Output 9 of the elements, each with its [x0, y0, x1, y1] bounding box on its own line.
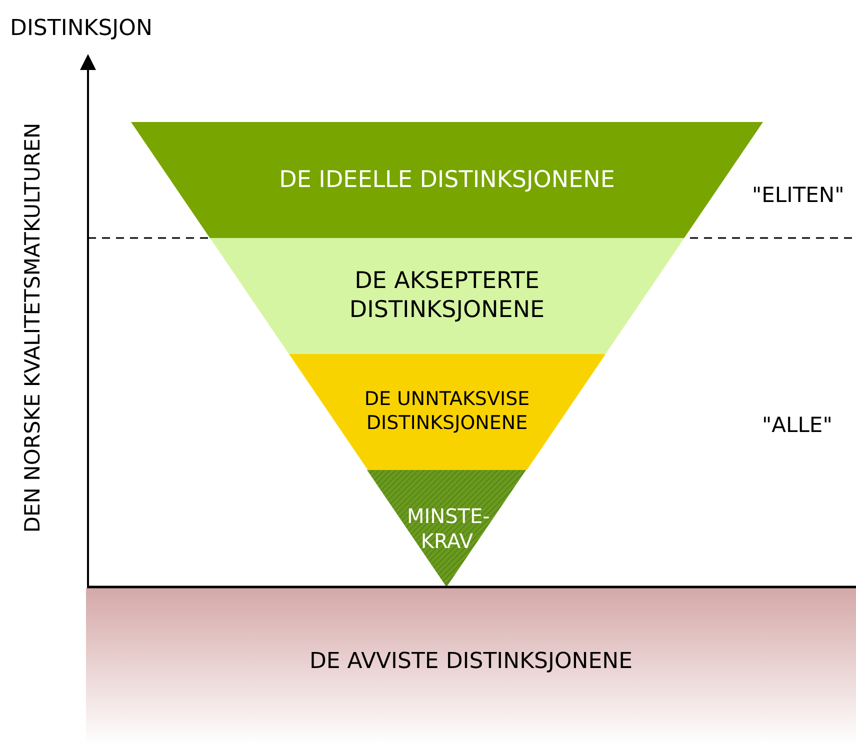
band-label: DE AKSEPTERTE DISTINKSJONENE — [348, 267, 546, 325]
axis-label: DISTINKSJON — [10, 15, 152, 43]
group-label: "ALLE" — [762, 412, 832, 439]
band-label: MINSTE- KRAV — [406, 504, 487, 554]
axis-label: DEN NORSKE KVALITETSMATKULTUREN — [19, 122, 46, 535]
band-label: DE IDEELLE DISTINKSJONENE — [278, 166, 616, 194]
group-label: "ELITEN" — [752, 182, 844, 209]
zone-label: DE AVVISTE DISTINKSJONENE — [309, 648, 633, 676]
band-label: DE UNNTAKSVISE DISTINKSJONENE — [363, 388, 531, 436]
